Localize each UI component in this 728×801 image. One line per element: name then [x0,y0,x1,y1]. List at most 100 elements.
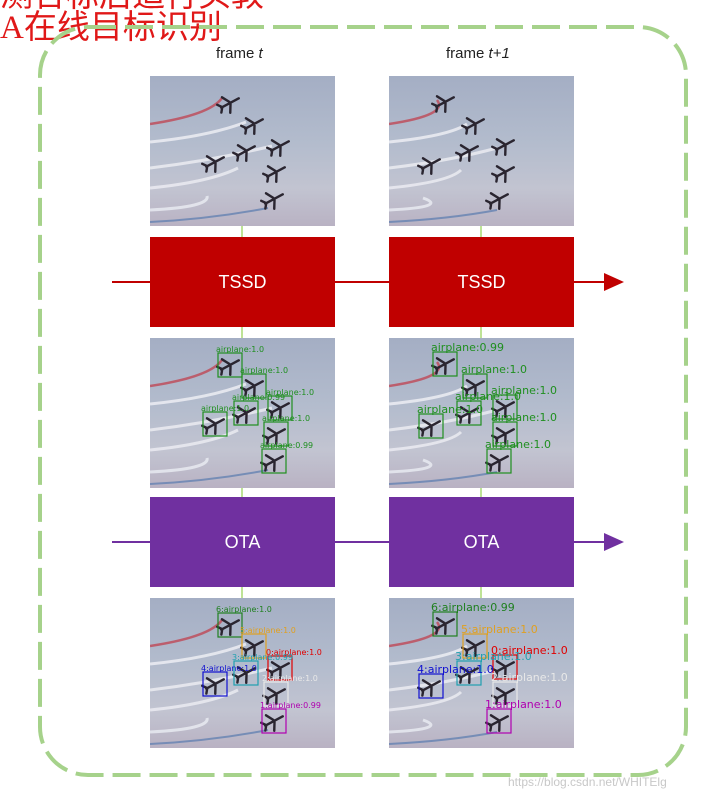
airplane-icon [455,666,479,685]
airplane-icon [260,192,284,211]
airplane-icon [216,618,240,637]
ota-box-t1: OTA [389,497,574,587]
detection-box [456,400,482,426]
airplane-icon [455,144,479,163]
airplane-icon [240,117,264,136]
airplane-icon [260,714,284,733]
detection-label: airplane:1.0 [240,366,288,375]
track-box [267,655,293,681]
smoke-trail [150,166,239,190]
track-label: 1:airplane:1.0 [485,698,562,711]
column-header-frame-t: frame t [216,45,263,62]
detection-label: airplane:1.0 [491,384,557,397]
track-box [263,681,289,707]
track-box [492,681,518,707]
airplane-icon [417,157,441,176]
smoke-trail [389,731,498,745]
track-box [456,660,482,686]
tssd-label: TSSD [218,271,267,292]
detection-label: airplane:0.99 [431,341,504,354]
airplane-icon [491,400,515,419]
airplane-icon [262,165,286,184]
airplane-icon [232,406,256,425]
track-label: 2:airplane:1.0 [491,671,568,684]
smoke-trail [389,471,498,485]
smoke-trail [150,457,209,474]
detection-label: airplane:1.0 [455,390,521,403]
track-box [462,633,488,659]
detection-box [418,413,444,439]
smoke-trail [150,207,269,223]
airplane-icon [461,117,485,136]
airplane-icon [216,358,240,377]
dashed-border [38,25,688,777]
frame-prefix: frame [446,45,489,62]
detection-label: airplane:1.0 [201,404,249,413]
track-label: 6:airplane:1.0 [216,605,272,614]
smoke-trail [389,146,498,170]
airplane-icon [431,357,455,376]
track-label: 6:airplane:0.99 [431,601,515,614]
track-label: 4:airplane:1.0 [417,663,494,676]
detection-frame-t: airplane:1.0 airplane:1.0 airplane:1.0 airp… [150,338,335,488]
smoke-trail [150,195,209,212]
smoke-trail [389,361,441,388]
ota-label: OTA [224,531,261,552]
airplane-icon [266,401,290,420]
track-box [202,671,228,697]
detection-box [263,421,289,447]
detection-label: airplane:1.0 [216,345,264,354]
track-label: 1:airplane:0.99 [260,701,321,710]
detection-box [486,448,512,474]
track-label: 0:airplane:1.0 [266,648,322,657]
smoke-trail [389,122,468,144]
detection-label: airplane:1.0 [262,414,310,423]
airplane-icon [431,617,455,636]
tracking-frame-t: 6:airplane:1.0 5:airplane:1.0 0:airplane:1… [150,598,335,748]
airplane-icon [240,639,264,658]
smoke-trail [389,621,441,648]
ota-arrow-head [604,533,624,551]
smoke-trail [150,729,269,745]
detection-label: airplane:1.0 [461,363,527,376]
frame-prefix: frame [216,45,259,62]
smoke-trail [150,717,209,734]
airplane-icon [266,139,290,158]
smoke-trail [150,120,247,144]
airplane-icon [461,639,485,658]
detection-box [202,411,228,437]
smoke-trail [150,97,224,126]
ota-label: OTA [463,531,500,552]
tssd-arrow-head [604,273,624,291]
smoke-trail [389,168,463,190]
airplane-icon [240,379,264,398]
detection-label: airplane:1.0 [485,438,551,451]
track-label: 2:airplane:1.0 [262,674,318,683]
title-line-1: 测合标后追行头敦 [0,0,264,14]
smoke-trail [150,428,239,452]
smoke-trail [389,458,433,474]
airplane-icon [262,427,286,446]
raw-frame-t1 [389,76,574,226]
airplane-icon [491,427,515,446]
airplane-icon [216,96,240,115]
track-label: 5:airplane:1.0 [240,626,296,635]
column-header-frame-t1: frame t+1 [446,45,510,62]
airplane-icon [491,660,515,679]
airplane-icon [260,454,284,473]
detection-box [267,395,293,421]
airplane-icon [201,155,225,174]
smoke-trail [150,619,224,648]
airplane-icon [266,661,290,680]
track-box [233,660,259,686]
detection-box [492,421,518,447]
airplane-icon [431,95,455,114]
smoke-trail [389,99,441,126]
smoke-trail [389,430,463,452]
tssd-box-t1: TSSD [389,237,574,327]
detection-box [462,373,488,399]
tssd-box-t: TSSD [150,237,335,327]
detection-box [217,352,243,378]
